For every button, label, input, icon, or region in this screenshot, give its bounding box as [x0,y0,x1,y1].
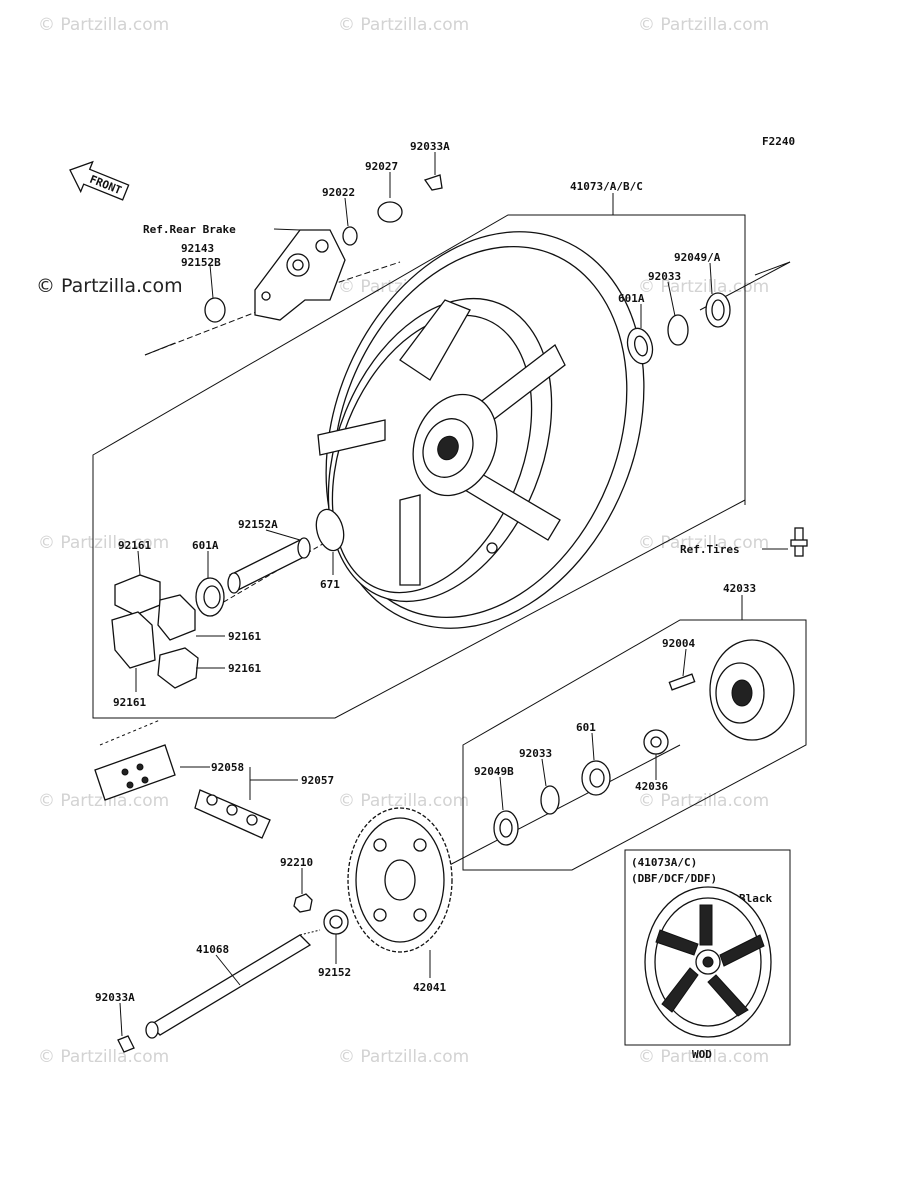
circlip [117,1035,135,1053]
part-label: 92161 [118,539,151,552]
collar [323,909,349,935]
watermark: © Partzilla.com [338,15,469,35]
part-label: 92049B [474,765,514,778]
part-label: 92152B [181,256,221,269]
part-label: 92027 [365,160,398,173]
part-label: 92152A [238,518,278,531]
watermark: © Partzilla.com [638,1047,769,1067]
part-label: 92022 [322,186,355,199]
nut [293,893,313,913]
circlip [540,785,560,815]
bushing [377,201,403,223]
inset-footer: WOD [692,1048,712,1061]
part-label: 92161 [228,662,261,675]
watermark: © Partzilla.com [38,533,169,553]
hub-dampers [111,574,199,689]
part-label: 92143 [181,242,214,255]
part-label: 92049/A [674,251,721,264]
part-label: 42041 [413,981,446,994]
washer [342,226,358,246]
drive-chain [94,719,271,839]
ref-label: Ref.Rear Brake [143,223,236,236]
valve-stem [790,527,808,557]
bearing [581,760,611,796]
part-labels: 92033A 92027 92022 41073/A/B/C Ref.Rear … [95,140,756,1004]
part-label: 92057 [301,774,334,787]
watermark: © Partzilla.com [38,791,169,811]
watermark: © Partzilla.com [38,1047,169,1067]
sprocket-coupling [709,639,795,741]
watermark: © Partzilla.com [638,15,769,35]
part-label: 92033 [648,270,681,283]
rear-sprocket [347,807,453,953]
watermark: © Partzilla.com [638,277,769,297]
ref-label: Ref.Tires [680,543,740,556]
collar [204,297,226,323]
part-label: 92033 [519,747,552,760]
part-label: 42033 [723,582,756,595]
wheel-assembly-outline [92,214,746,719]
part-label: 41068 [196,943,229,956]
oil-seal [705,292,731,328]
caliper-bracket [254,229,346,321]
part-label: 601A [192,539,219,552]
part-label: 92033A [95,991,135,1004]
figure-code: F2240 [762,135,795,148]
stud [668,673,696,691]
watermark-main: © Partzilla.com [36,275,183,297]
watermark: © Partzilla.com [338,1047,469,1067]
watermark: © Partzilla.com [38,15,169,35]
coupling-assembly-outline [462,619,807,871]
part-label: 601A [618,292,645,305]
part-label: 92004 [662,637,695,650]
coupling-collar [643,729,669,755]
collar [227,537,311,594]
watermark: © Partzilla.com [638,533,769,553]
part-label: 42036 [635,780,668,793]
part-label: 92058 [211,761,244,774]
inset-color-label: Black [739,892,772,905]
wheel-variant-inset: (41073A/C) (DBF/DCF/DDF) Black WOD [624,849,791,1061]
circlip [667,314,689,346]
watermark: © Partzilla.com [638,791,769,811]
o-ring [315,508,345,552]
rear-axle [145,929,321,1039]
oil-seal [493,810,519,846]
inset-model-line2: (DBF/DCF/DDF) [631,872,717,885]
front-arrow-icon: FRONT [69,160,130,201]
rear-wheel [317,231,645,629]
part-label: 41073/A/B/C [570,180,643,193]
part-label: 92210 [280,856,313,869]
part-label: 92161 [113,696,146,709]
part-label: 601 [576,721,596,734]
part-label: 92033A [410,140,450,153]
part-label: 671 [320,578,340,591]
bearing [195,577,225,617]
leader-lines [119,152,788,1037]
inset-model-line1: (41073A/C) [631,856,697,869]
watermark: © Partzilla.com [338,791,469,811]
bearing [626,327,654,365]
part-label: 92161 [228,630,261,643]
circlip [423,174,443,191]
part-label: 92152 [318,966,351,979]
